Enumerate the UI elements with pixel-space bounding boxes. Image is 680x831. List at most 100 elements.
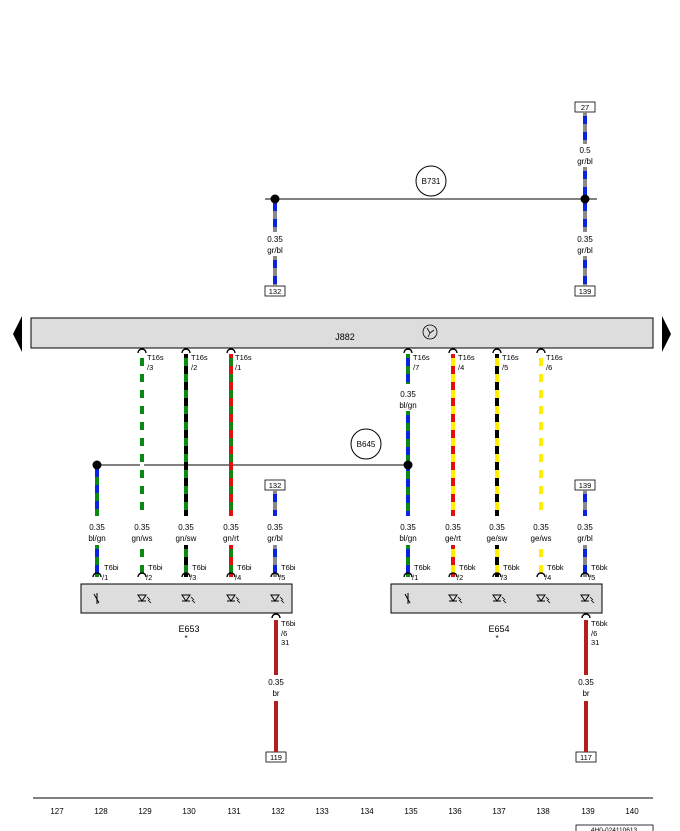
pin-sub-label: /4 (235, 573, 241, 582)
ground-pin-label: T6bi (281, 619, 296, 628)
connector-pin-icon (536, 348, 546, 354)
ground-pin-label: T6bk (591, 619, 608, 628)
connector-pin-icon (448, 348, 458, 354)
column-number: 140 (625, 807, 639, 816)
pin-sub-label: /7 (413, 363, 419, 372)
led-rays (589, 596, 595, 604)
component-box-e654[interactable] (390, 583, 603, 614)
splice-label-b645: B645 (357, 440, 376, 449)
page-prev-arrow[interactable] (13, 316, 22, 352)
ground-symbol-icon (422, 324, 438, 340)
pin-label: T6bk (547, 563, 564, 572)
led-symbol-icon (226, 594, 241, 604)
connector-pin-icon (226, 348, 236, 354)
led-symbol-icon (492, 594, 507, 604)
led-rays (146, 596, 152, 604)
column-number: 128 (94, 807, 108, 816)
pin-sub-label: /2 (146, 573, 152, 582)
ground-pin-sub: /6 (281, 629, 287, 638)
pin-label: T6bi (148, 563, 163, 572)
pin-label: T6bi (192, 563, 207, 572)
pin-label: T16s (147, 353, 164, 362)
ref-box-label: 27 (581, 103, 589, 112)
wire-size: 0.35 (533, 523, 549, 532)
ground-wire-color: br (272, 689, 279, 698)
led-rays (279, 596, 285, 604)
wire-size: 0.5 (579, 146, 591, 155)
connector-pin-icon (137, 348, 147, 354)
wire-size: 0.35 (489, 523, 505, 532)
pin-label: T16s (235, 353, 252, 362)
wire-size: 0.35 (223, 523, 239, 532)
pin-sub-label: /3 (190, 573, 196, 582)
pin-sub-label: /2 (457, 573, 463, 582)
column-number: 138 (536, 807, 550, 816)
led-triangle (181, 594, 191, 602)
wire-color: bl/gn (88, 534, 105, 543)
led-rays (190, 596, 196, 604)
control-unit-bar[interactable] (30, 317, 654, 349)
pin-sub-label: /1 (412, 573, 418, 582)
component-box-e653[interactable] (80, 583, 293, 614)
wire-size: 0.35 (89, 523, 105, 532)
splice-dot (403, 460, 413, 470)
pin-label: T6bk (414, 563, 431, 572)
wire-color: gr/bl (577, 157, 593, 166)
switch-line (404, 593, 411, 604)
ground-wire-size: 0.35 (578, 678, 594, 687)
connector-pin-icon (492, 572, 502, 578)
page-next-arrow[interactable] (662, 316, 671, 352)
connector-pin-icon (581, 613, 591, 619)
led-rays (545, 596, 551, 604)
pin-sub-label: /1 (235, 363, 241, 372)
ground-pin-num: 31 (281, 638, 289, 647)
component-star: * (184, 634, 187, 643)
pin-sub-label: /6 (546, 363, 552, 372)
doc-id: 4H0-024110613 (591, 827, 638, 831)
connector-pin-icon (271, 613, 281, 619)
wire-color: gr/bl (577, 246, 593, 255)
wire-color: gr/bl (577, 534, 593, 543)
pin-label: T6bi (237, 563, 252, 572)
pin-sub-label: /1 (102, 573, 108, 582)
column-number: 136 (448, 807, 462, 816)
splice-dot (270, 194, 280, 204)
led-symbol-icon (536, 594, 551, 604)
led-triangle (137, 594, 147, 602)
pin-sub-label: /5 (279, 573, 285, 582)
connector-pin-icon (92, 572, 102, 578)
doc-id-box (575, 824, 654, 831)
column-number: 135 (404, 807, 418, 816)
led-triangle (536, 594, 546, 602)
ref-box-label: 139 (579, 481, 592, 490)
pin-label: T16s (458, 353, 475, 362)
pin-label: T16s (546, 353, 563, 362)
pin-label: T6bi (104, 563, 119, 572)
splice-dot (580, 194, 590, 204)
led-symbol-icon (448, 594, 463, 604)
led-symbol-icon (137, 594, 152, 604)
wire-color: bl/gn (399, 534, 416, 543)
column-number: 133 (315, 807, 329, 816)
pin-label: T16s (413, 353, 430, 362)
led-triangle (492, 594, 502, 602)
connector-pin-icon (492, 348, 502, 354)
connector-pin-icon (226, 572, 236, 578)
ref-box-label: 132 (269, 481, 282, 490)
splice-circle-b731 (415, 165, 447, 197)
control-unit-label: J882 (335, 332, 355, 342)
led-triangle (226, 594, 236, 602)
wire-color: ge/rt (445, 534, 462, 543)
led-symbol-icon (270, 594, 285, 604)
led-triangle (448, 594, 458, 602)
ref-box-label: 119 (270, 753, 282, 762)
connector-pin-icon (137, 572, 147, 578)
wire-size: 0.35 (400, 390, 416, 399)
wires-layer (92, 112, 595, 752)
wire-size: 0.35 (134, 523, 150, 532)
ground-wire-color: br (582, 689, 589, 698)
pin-sub-label: /2 (191, 363, 197, 372)
connector-pin-icon (403, 572, 413, 578)
component-star: * (495, 634, 498, 643)
